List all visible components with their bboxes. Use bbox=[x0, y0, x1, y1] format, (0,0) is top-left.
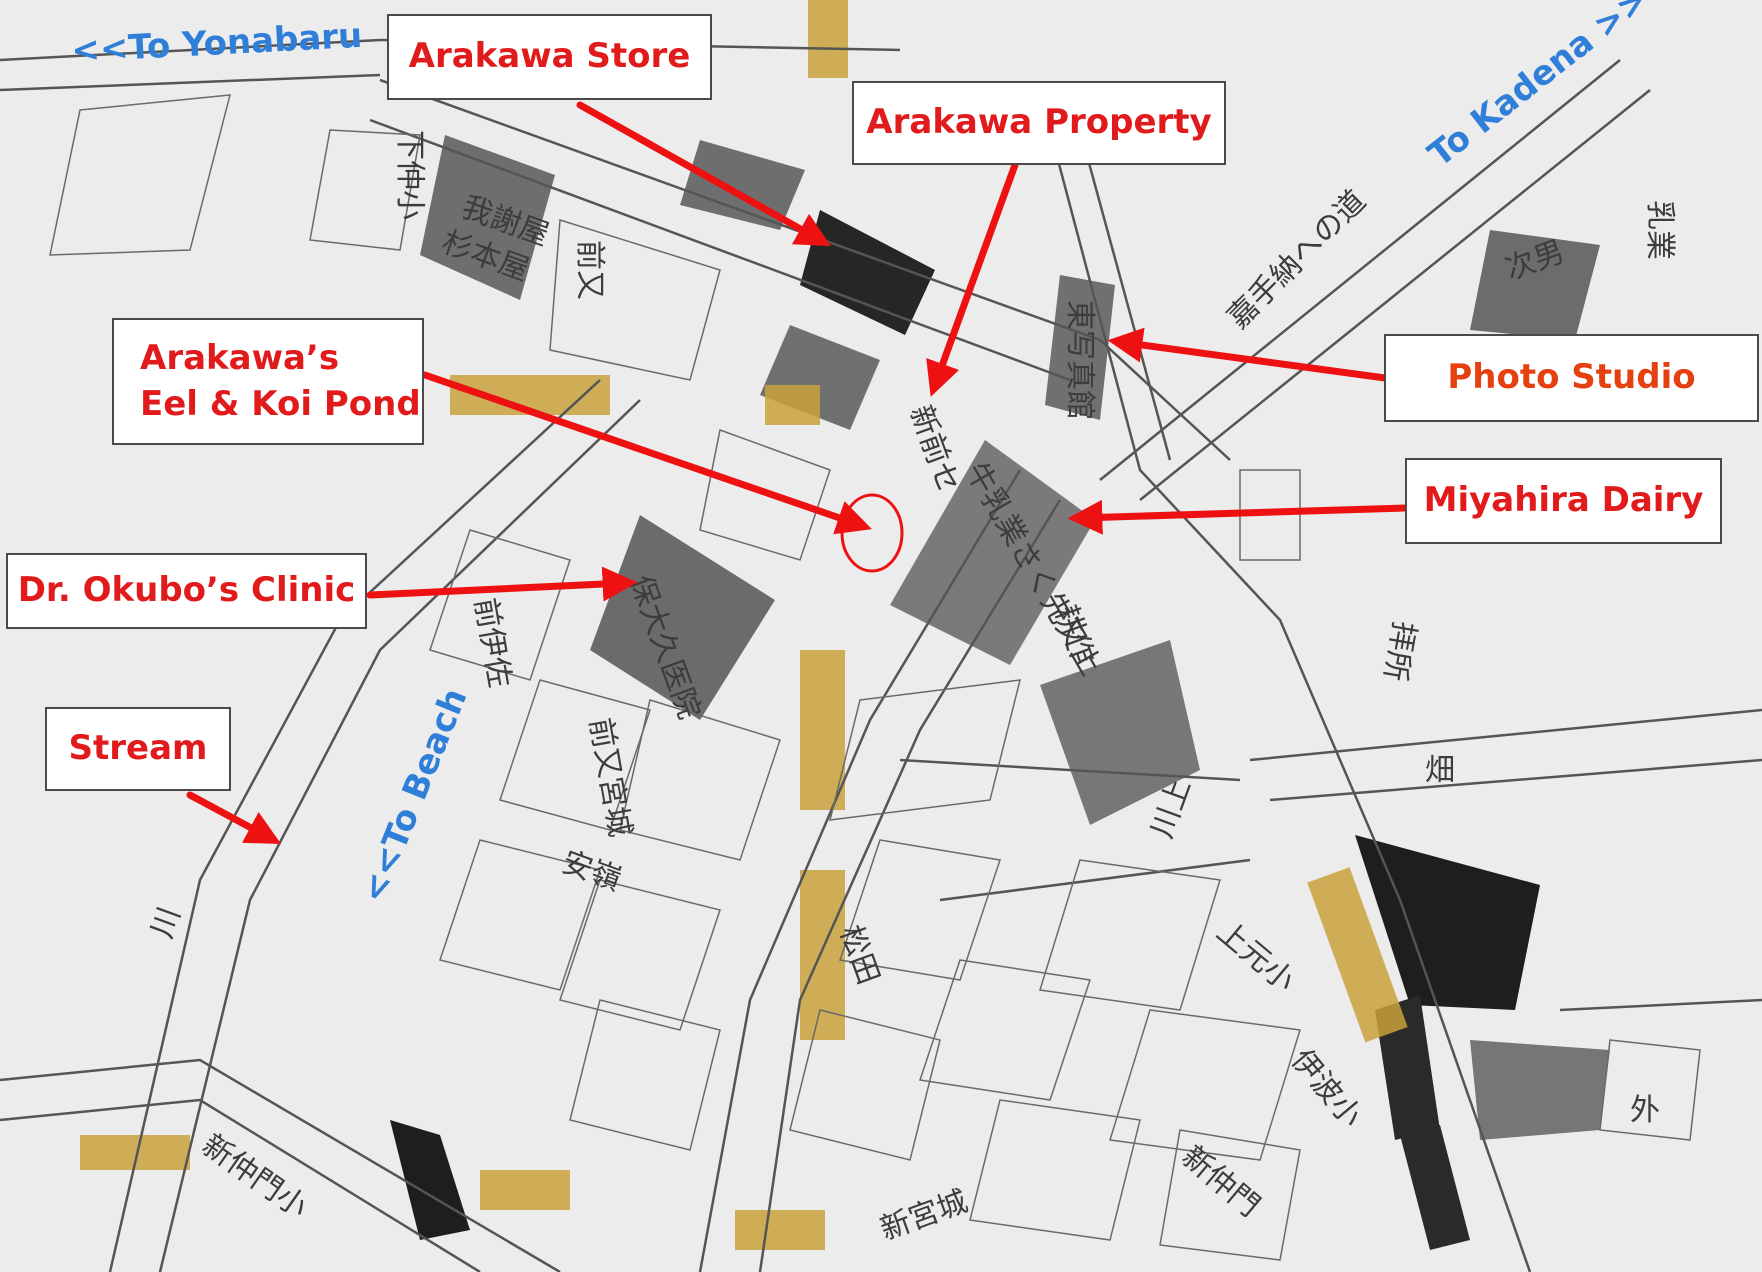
arrow-clinic bbox=[366, 566, 638, 602]
callout-clinic: Dr. Okubo’s Clinic bbox=[6, 553, 367, 629]
arrow-photo-studio bbox=[1107, 327, 1389, 382]
lot-bottom-right-dark2 bbox=[1400, 1125, 1470, 1250]
road-bottom-left bbox=[0, 1058, 561, 1272]
kanji-soto: 外 bbox=[1630, 1093, 1660, 1128]
kanji-shimo-naka: 下仲小 bbox=[392, 130, 427, 220]
road-stream-left bbox=[108, 379, 601, 1272]
road-kadena-right bbox=[1139, 89, 1651, 501]
callout-stream: Stream bbox=[45, 707, 231, 791]
callout-arakawa-store: Arakawa Store bbox=[387, 14, 712, 100]
tape-mid2 bbox=[800, 870, 845, 1040]
road-cross-low bbox=[939, 858, 1251, 902]
plot-outlines bbox=[49, 94, 1701, 1261]
road-right-low bbox=[1559, 998, 1762, 1012]
callout-photo-studio: Photo Studio bbox=[1384, 334, 1759, 422]
lot-jiro bbox=[1470, 230, 1600, 340]
road-bottom-left-inner bbox=[0, 1098, 481, 1272]
road-east-inner bbox=[1078, 129, 1172, 461]
road-right bbox=[1249, 708, 1762, 762]
arrow-dairy bbox=[1067, 499, 1409, 535]
lot-shop-top bbox=[680, 140, 805, 230]
callout-arakawa-property: Arakawa Property bbox=[852, 81, 1226, 165]
shaded-lots bbox=[390, 135, 1610, 1250]
callout-eel-pond-line1: Arakawa’s bbox=[140, 337, 340, 378]
tape-bottom2 bbox=[735, 1210, 825, 1250]
road-south bbox=[698, 469, 1022, 1272]
lot-dairy bbox=[890, 440, 1095, 665]
lot-middle-right bbox=[1040, 640, 1200, 825]
lot-bottom-corner bbox=[1470, 1040, 1610, 1140]
road-main-upper bbox=[379, 78, 1231, 461]
lot-arakawa-store bbox=[800, 210, 935, 335]
tape-bottom bbox=[480, 1170, 570, 1210]
lot-bottom-left-dark bbox=[390, 1120, 470, 1240]
callout-arrows bbox=[186, 101, 1409, 844]
road-yonabaru-bottom bbox=[0, 73, 381, 92]
kanji-nyugyo: 乳業 bbox=[1642, 200, 1677, 260]
tape-right bbox=[1307, 867, 1408, 1043]
road-kadena-left bbox=[1099, 59, 1621, 481]
arrow-arakawa-property bbox=[926, 161, 1019, 397]
kanji-higashi-photo: 東写真館 bbox=[1062, 300, 1097, 420]
callout-dairy: Miyahira Dairy bbox=[1405, 458, 1722, 544]
callout-eel-pond: Arakawa’s Eel & Koi Pond bbox=[112, 318, 424, 445]
road-south-inner bbox=[758, 499, 1062, 1272]
road-stream-right bbox=[158, 399, 641, 1272]
callout-eel-pond-line2: Eel & Koi Pond bbox=[140, 383, 421, 424]
road-yonabaru-top bbox=[0, 38, 901, 62]
lot-right-dark bbox=[1355, 835, 1540, 1010]
arrow-eel-pond bbox=[421, 371, 872, 535]
kanji-naka-i: 前又 bbox=[572, 240, 607, 300]
tape-top bbox=[808, 0, 848, 78]
tape-mid bbox=[800, 650, 845, 810]
arrow-stream bbox=[186, 791, 282, 844]
road-cross bbox=[899, 758, 1241, 782]
kanji-hata: 畑 bbox=[1425, 753, 1455, 788]
road-right-inner bbox=[1269, 758, 1762, 802]
tape-centre bbox=[765, 385, 820, 425]
lot-clinic bbox=[590, 515, 775, 720]
arrow-arakawa-store bbox=[576, 101, 831, 247]
